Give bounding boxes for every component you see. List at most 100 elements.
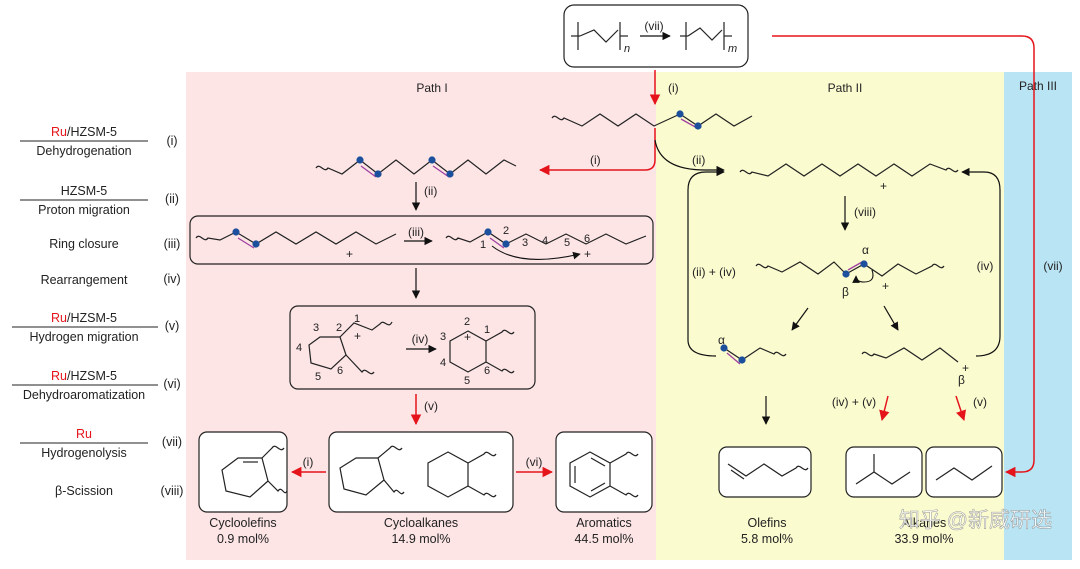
step-iv-v: (iv) + (v) [832, 395, 876, 409]
charge-rr-left: + [354, 329, 361, 343]
path-1-title: Path I [416, 81, 447, 95]
step-ii-path2: (ii) [692, 153, 705, 167]
charge-rc-left: + [346, 247, 353, 261]
rr-num-1b: 1 [484, 324, 490, 336]
legend-numeral-4: (iv) [163, 272, 180, 286]
charge-rc-right: + [584, 247, 591, 261]
step-vii-path3: (vii) [1043, 259, 1062, 273]
cycloolefin-box [198, 431, 288, 513]
product-name-aromatics: Aromatics [576, 516, 632, 530]
rr-num-5a: 5 [315, 371, 321, 383]
rc-num-3: 3 [522, 237, 528, 249]
legend-catalyst-6: Ru/HZSM-5 [51, 369, 117, 383]
step-iii: (iii) [408, 225, 424, 239]
carbenium-chain: + [739, 163, 959, 193]
step-ii-iv: (ii) + (iv) [692, 265, 736, 279]
path-3-panel [1004, 72, 1072, 560]
watermark: 知乎 @新威研选 [899, 509, 1052, 532]
legend-numeral-5: (v) [165, 319, 180, 333]
rc-num-6: 6 [584, 233, 590, 245]
step-vii-top: (vii) [644, 19, 663, 33]
legend-label-3: Ring closure [49, 237, 119, 251]
product-name-cycloalkanes: Cycloalkanes [384, 516, 458, 530]
alpha-olefin: α [718, 333, 725, 347]
legend-catalyst-7: Ru [76, 427, 92, 441]
legend-label-4: Rearrangement [41, 273, 128, 287]
legend-numeral-6: (vi) [163, 377, 180, 391]
beta-mid: β [842, 285, 849, 299]
rr-num-3a: 3 [313, 322, 319, 334]
legend: Ru/HZSM-5 Dehydrogenation (i) HZSM-5 Pro… [12, 125, 183, 498]
rc-num-1: 1 [480, 239, 486, 251]
linear-alkane-box [925, 446, 1003, 498]
olefin-fragment: α [718, 333, 787, 365]
legend-catalyst-1: Ru/HZSM-5 [51, 125, 117, 139]
rr-num-4b: 4 [440, 357, 446, 369]
ring-closure-box: + (iii) 1 2 3 4 5 6 + [189, 215, 654, 265]
path-3-title: Path III [1019, 79, 1057, 93]
legend-numeral-2: (ii) [165, 192, 179, 206]
legend-catalyst-5: Ru/HZSM-5 [51, 311, 117, 325]
carbenium-fragment: + β [861, 347, 969, 387]
rr-num-6b: 6 [484, 365, 490, 377]
rc-num-2: 2 [503, 225, 509, 237]
subscript-n: n [624, 43, 630, 55]
rr-num-2b: 2 [464, 316, 470, 328]
legend-label-8: β-Scission [55, 484, 113, 498]
beta-fragment: β [958, 373, 965, 387]
aromatic-box [555, 431, 653, 513]
legend-numeral-8: (viii) [161, 484, 184, 498]
legend-numeral-3: (iii) [164, 237, 181, 251]
legend-label-7: Hydrogenolysis [41, 446, 126, 460]
legend-numeral-7: (vii) [162, 435, 182, 449]
rc-num-5: 5 [564, 237, 570, 249]
rr-num-1a: 1 [354, 313, 360, 325]
product-name-cycloolefins: Cycloolefins [209, 516, 276, 530]
step-v-right: (v) [973, 395, 987, 409]
step-i-diene: (i) [590, 153, 601, 167]
charge-fragment: + [962, 361, 969, 375]
step-i-top: (i) [668, 81, 679, 95]
top-alkene-chain [551, 110, 753, 130]
charge-path2-top: + [880, 179, 887, 193]
product-name-olefins: Olefins [748, 516, 787, 530]
rr-num-3b: 3 [440, 331, 446, 343]
subscript-m: m [728, 43, 737, 55]
step-i-cyc: (i) [303, 455, 314, 469]
legend-label-2: Proton migration [38, 203, 130, 217]
legend-catalyst-2: HZSM-5 [61, 184, 108, 198]
polymer-box: n (vii) m [563, 4, 749, 68]
legend-numeral-1: (i) [166, 134, 177, 148]
rr-num-6a: 6 [337, 365, 343, 377]
step-viii: (viii) [854, 205, 876, 219]
rc-num-4: 4 [542, 235, 548, 247]
legend-label-6: Dehydroaromatization [23, 388, 145, 402]
legend-label-1: Dehydrogenation [36, 144, 131, 158]
product-amount-cycloalkanes: 14.9 mol% [391, 532, 450, 546]
step-vi: (vi) [526, 455, 543, 469]
path-2-title: Path II [828, 81, 863, 95]
diene-chain [315, 156, 517, 178]
rearrangement-box: 3 2 1 4 5 6 + (iv) 2 1 3 4 5 6 + [289, 305, 536, 390]
step-ii-left: (ii) [424, 184, 437, 198]
rr-num-2a: 2 [336, 322, 342, 334]
alpha-mid: α [862, 243, 869, 257]
product-amount-aromatics: 44.5 mol% [574, 532, 633, 546]
legend-label-5: Hydrogen migration [29, 330, 138, 344]
charge-mid: + [882, 279, 889, 293]
product-amount-alkanes: 33.9 mol% [894, 532, 953, 546]
charge-rr-right: + [464, 330, 471, 344]
product-amount-cycloolefins: 0.9 mol% [217, 532, 269, 546]
rr-num-5b: 5 [464, 375, 470, 387]
step-iv-right: (iv) [977, 259, 994, 273]
branched-alkane-box [845, 446, 923, 498]
olefin-box [718, 446, 812, 498]
step-iv-box: (iv) [412, 332, 429, 346]
beta-scission-chain: α β + [755, 243, 945, 299]
product-amount-olefins: 5.8 mol% [741, 532, 793, 546]
rr-num-4a: 4 [296, 342, 302, 354]
product-name-alkanes: Alkanes [902, 516, 946, 530]
cycloalkane-box [328, 431, 514, 513]
step-v-left: (v) [424, 399, 438, 413]
